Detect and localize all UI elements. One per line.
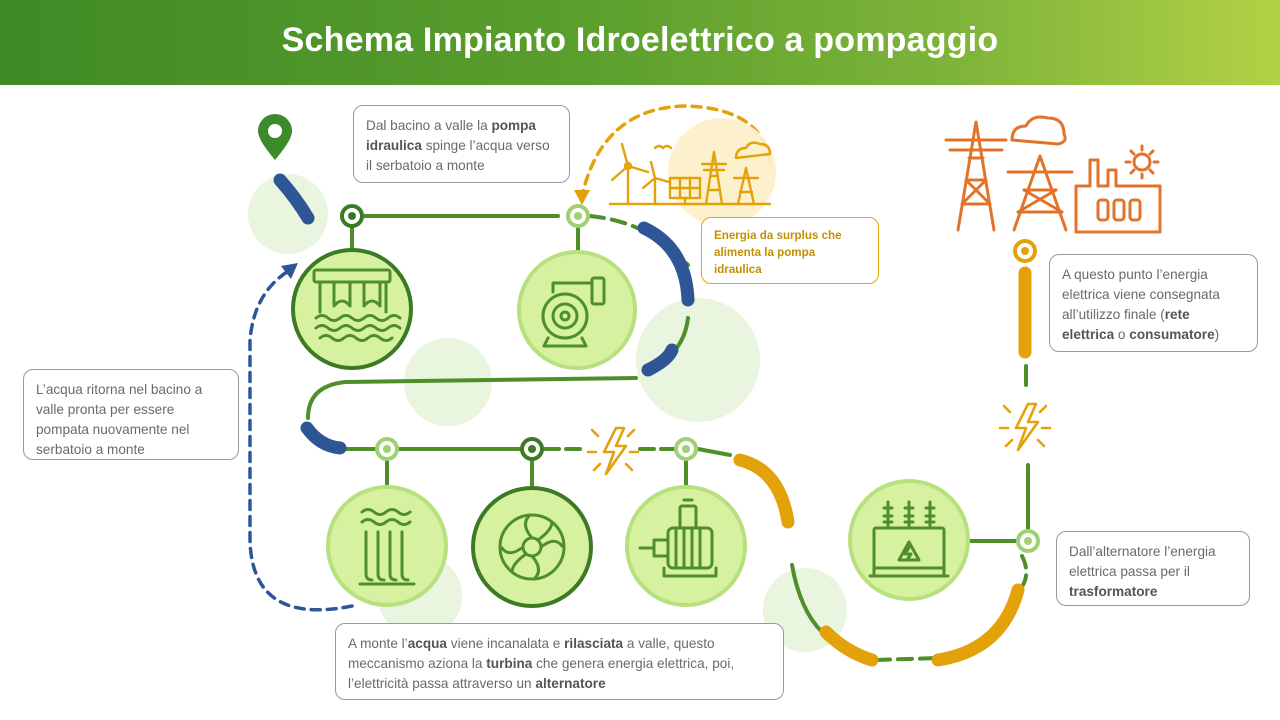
water-intake-icon <box>326 485 448 607</box>
connector-nodes <box>340 204 1040 553</box>
surplus-glow <box>668 118 776 226</box>
note-water-flow: A monte l’acqua viene incanalata e rilas… <box>335 623 784 700</box>
header-banner <box>0 0 1280 85</box>
note-transformer: Dall’alternatore l’energia elettrica pas… <box>1056 531 1250 606</box>
dam-icon <box>291 248 413 370</box>
note-surplus-energy: Energia da surplus che alimenta la pompa… <box>701 217 879 284</box>
energy-segments <box>733 266 1032 667</box>
pump-icon <box>517 250 637 370</box>
note-water-return: L’acqua ritorna nel bacino a valle pront… <box>23 369 239 460</box>
page-title: Schema Impianto Idroelettrico a pompaggi… <box>281 20 999 59</box>
renewable-energy-icon <box>608 142 772 206</box>
lightning-icon <box>998 402 1052 452</box>
note-pump: Dal bacino a valle la pompa idraulica sp… <box>353 105 570 183</box>
power-grid-icon <box>944 115 1162 234</box>
surplus-arrow-head <box>574 190 590 205</box>
power-grid-icon <box>700 141 772 206</box>
water-segments <box>273 173 695 455</box>
return-arrow-head <box>281 263 298 279</box>
transformer-icon <box>848 479 970 601</box>
location-pin-icon <box>258 114 292 160</box>
note-energy-delivery: A questo punto l’energia elettrica viene… <box>1049 254 1258 352</box>
alternator-icon <box>625 485 747 607</box>
lightning-icon <box>586 426 640 476</box>
turbine-icon <box>471 486 593 608</box>
